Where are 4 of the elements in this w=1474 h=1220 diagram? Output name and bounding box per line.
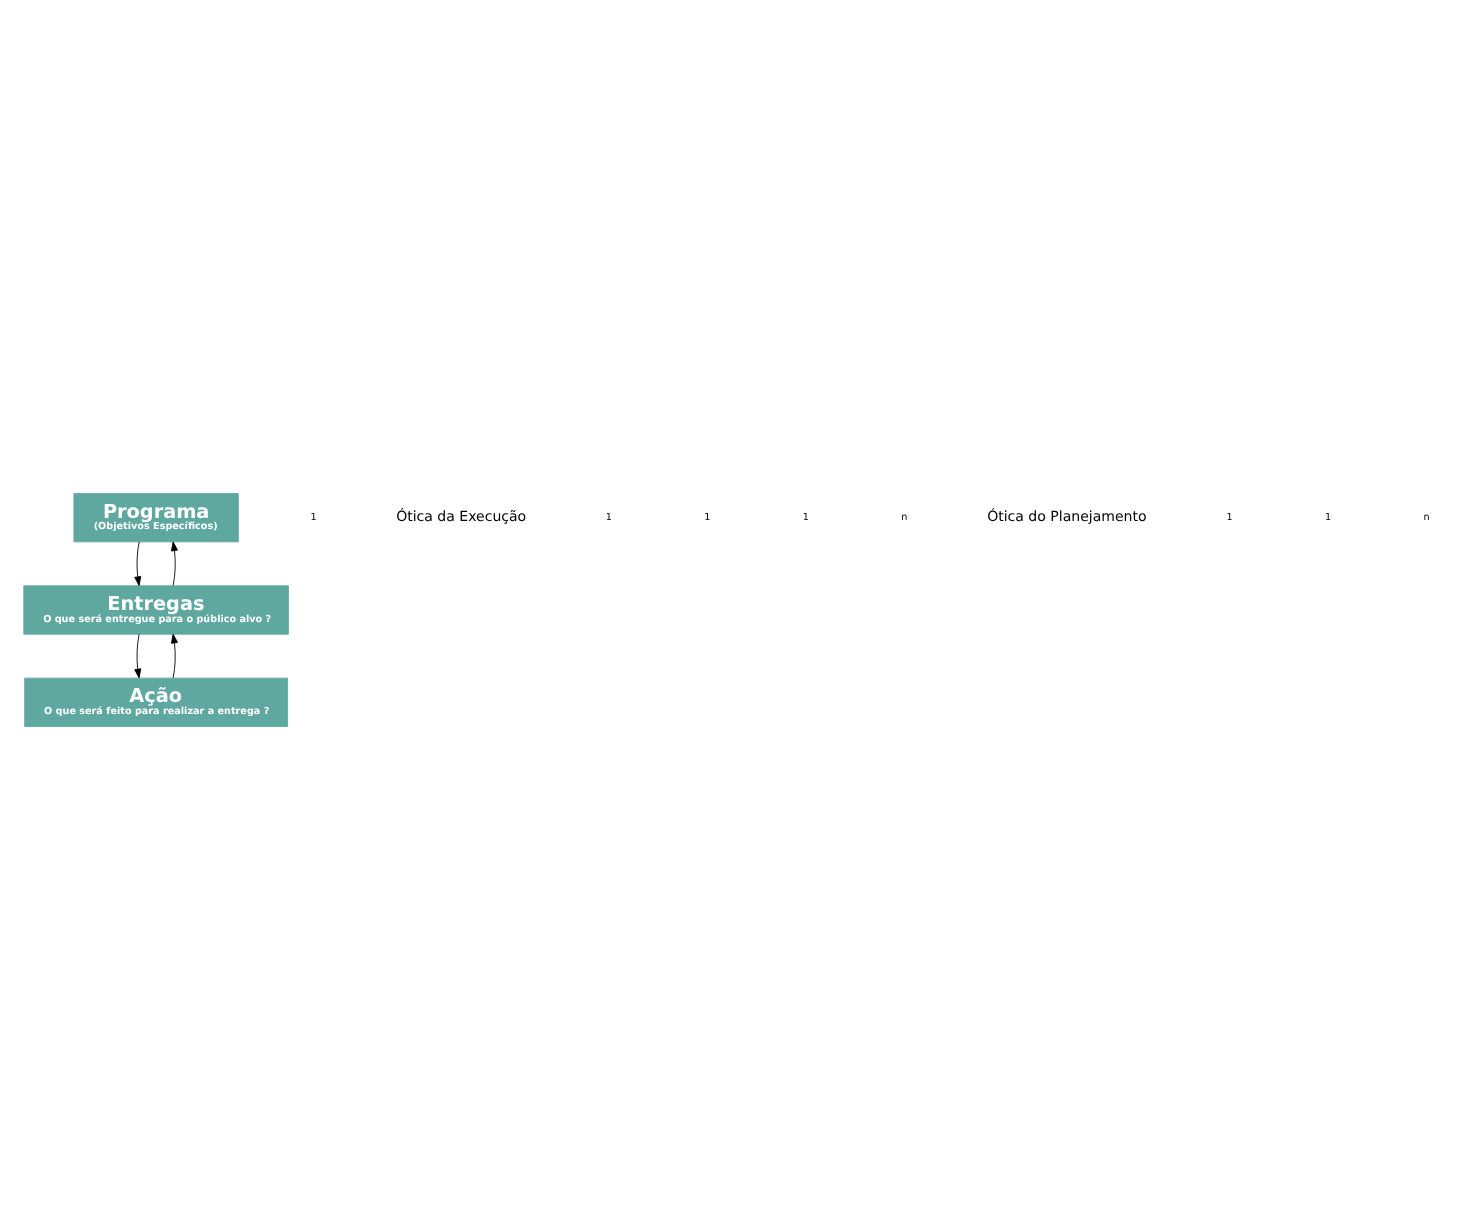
arrow — [134, 541, 142, 586]
arrow — [134, 633, 142, 679]
arrow — [171, 541, 178, 586]
arrow — [171, 633, 178, 679]
